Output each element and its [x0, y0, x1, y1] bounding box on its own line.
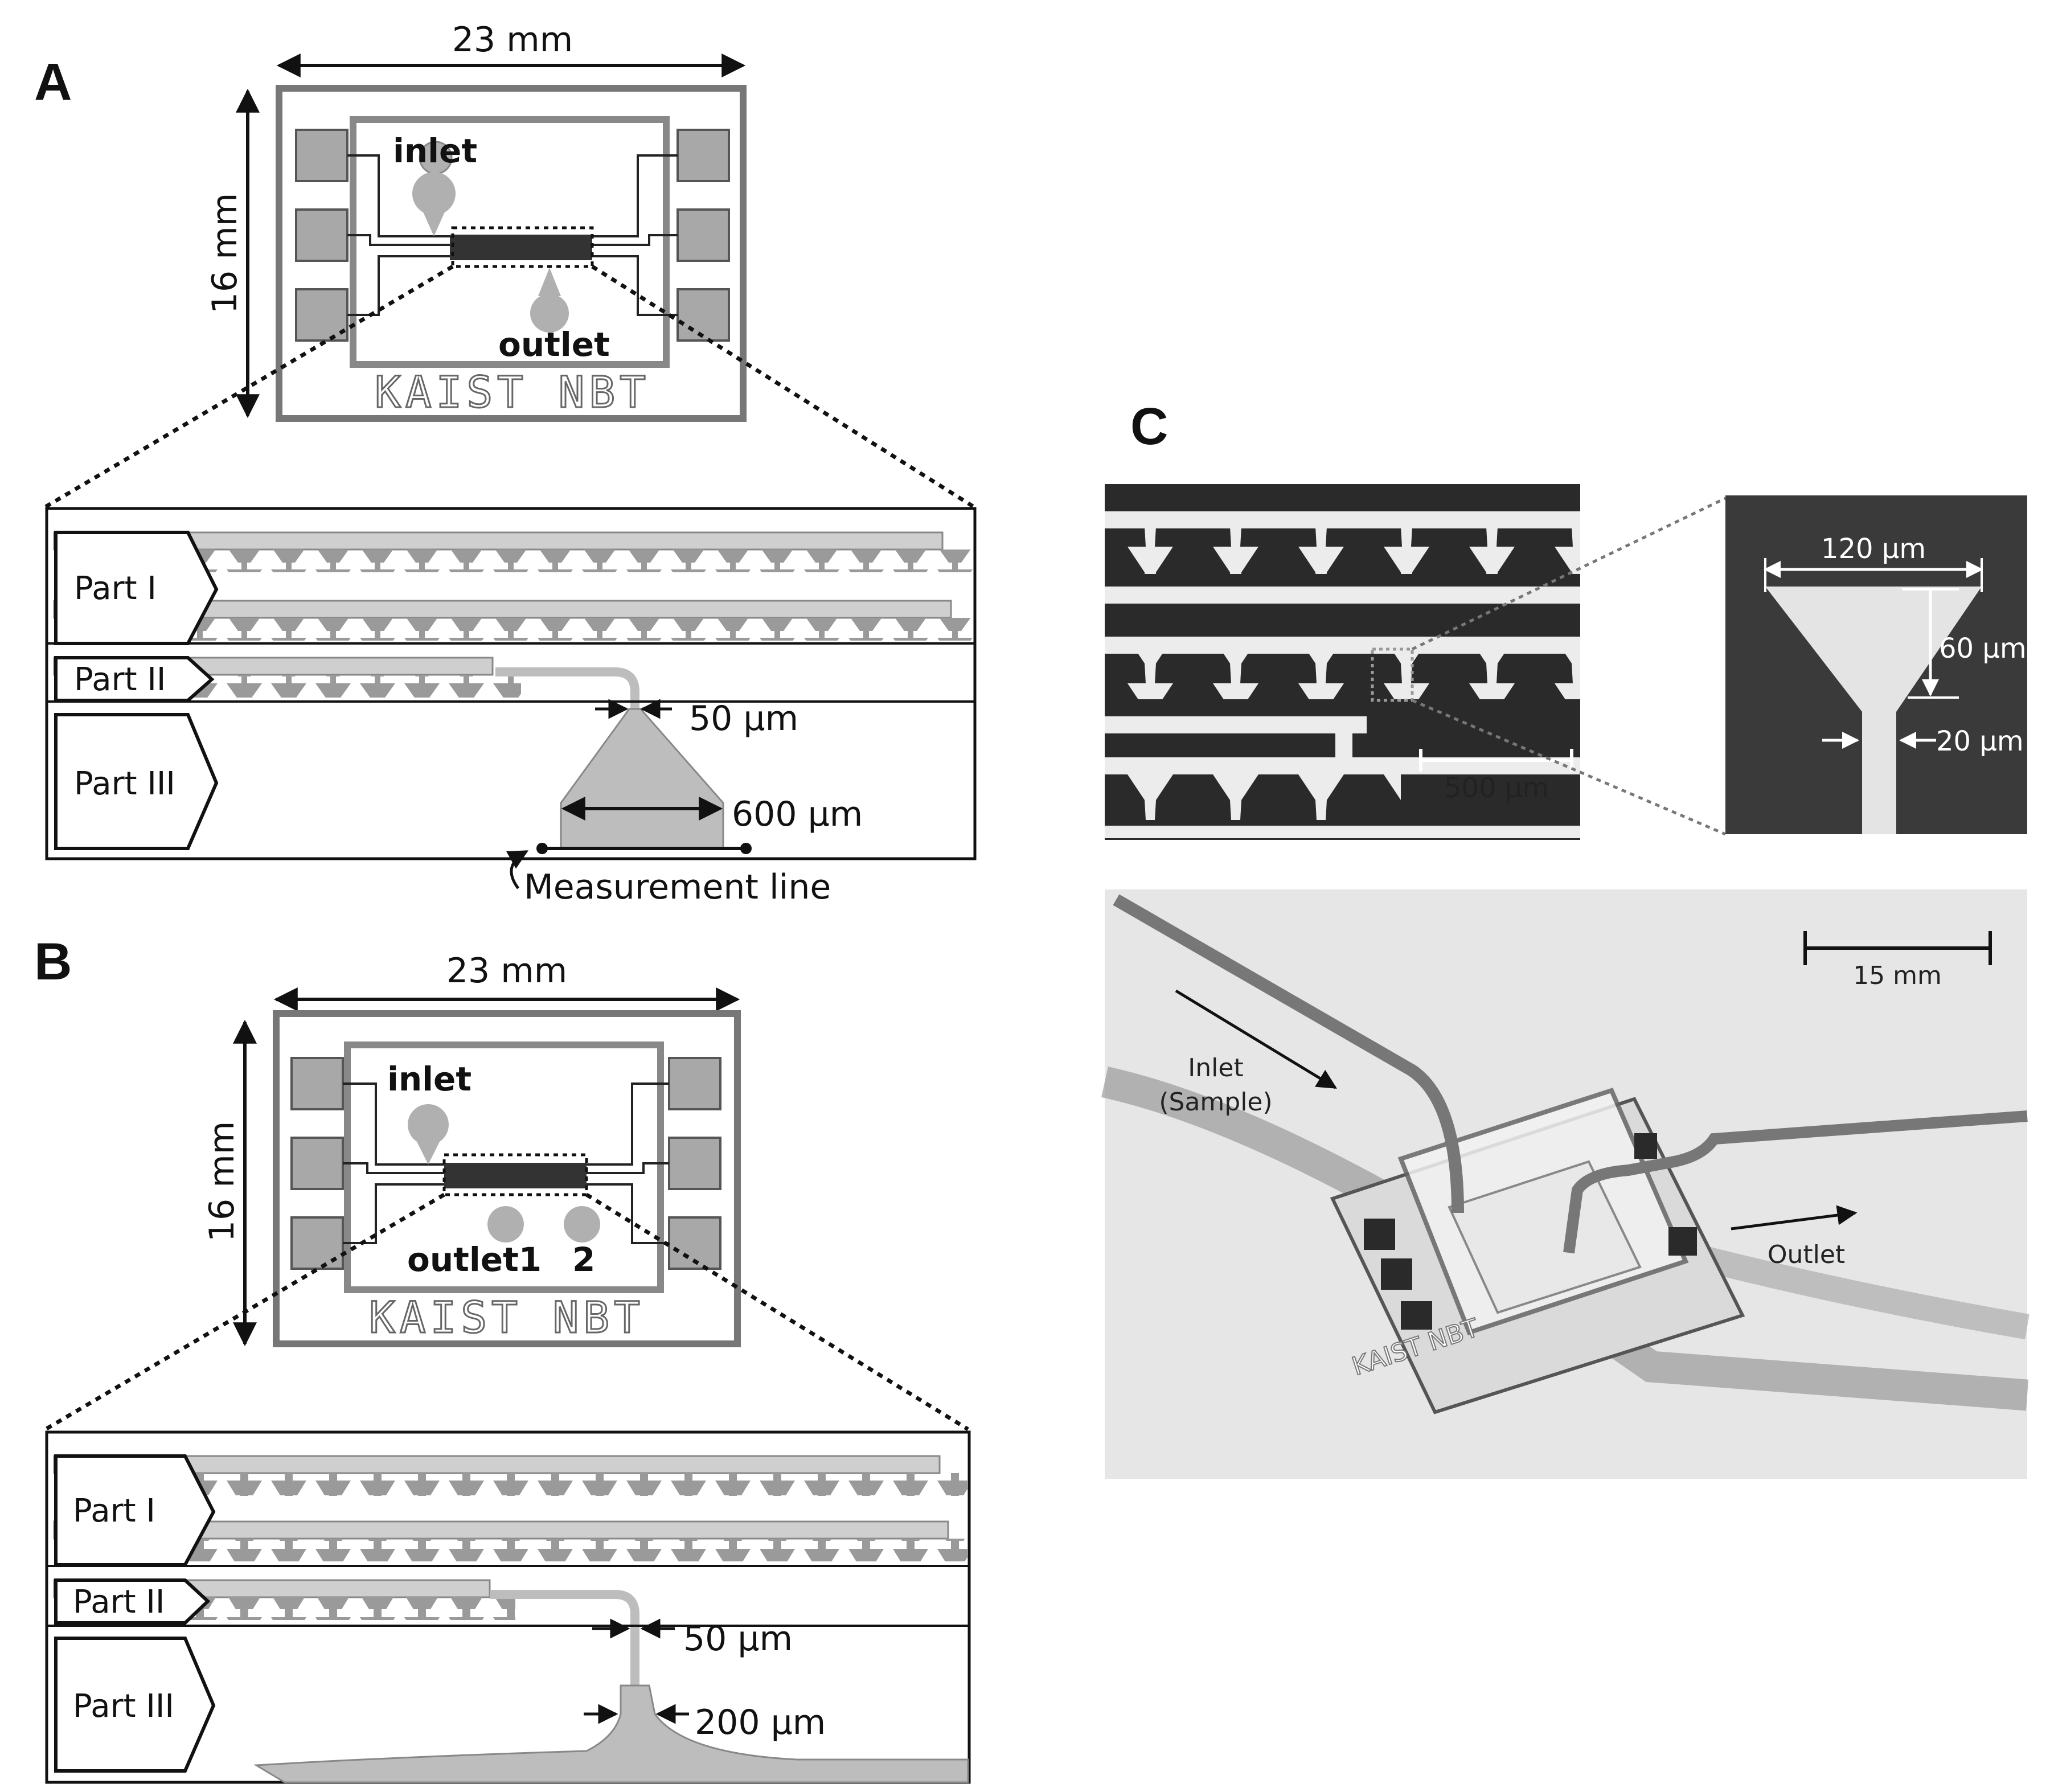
chip-text: KAIST NBT — [369, 1292, 645, 1343]
chip-chamber — [344, 1041, 664, 1293]
photo-outlet-label: Outlet — [1768, 1240, 1845, 1269]
chip-text: KAIST NBT — [375, 367, 650, 417]
photo-outlet-arrow — [1731, 1205, 1858, 1231]
central-channel — [450, 235, 592, 260]
part-iii-label: Part III — [73, 1688, 174, 1725]
zoom-line-left — [44, 1192, 445, 1432]
electrode-pad — [295, 129, 348, 182]
photo-pad — [1668, 1227, 1697, 1256]
electrode-leads — [343, 1082, 669, 1244]
zoom-line — [1411, 497, 1727, 651]
measurement-point — [536, 843, 548, 854]
dim-wide-label: 600 μm — [732, 794, 863, 834]
inlet-port-tail — [423, 211, 445, 236]
inlet-label: inlet — [393, 132, 477, 170]
inlet-port — [408, 1104, 449, 1145]
height-label: 16 mm — [202, 1121, 242, 1242]
connecting-channel — [495, 667, 639, 709]
channel-row — [53, 531, 944, 551]
inlet-port-circle — [412, 172, 456, 215]
outlet-label: outlet — [498, 325, 610, 364]
inlet-port-tail — [417, 1142, 440, 1164]
measurement-pointer — [506, 850, 529, 889]
electrode-leads — [347, 154, 678, 316]
measurement-label: Measurement line — [524, 867, 831, 907]
width-label: 23 mm — [446, 951, 567, 991]
central-channel — [444, 1163, 587, 1188]
outlet1-port — [487, 1206, 524, 1242]
micrograph-zoom-box — [1371, 647, 1414, 702]
inlet-label: inlet — [387, 1060, 472, 1098]
inlet-needle — [1113, 894, 1464, 1213]
photo-pad — [1381, 1258, 1412, 1290]
outlet-needle — [1563, 1110, 2028, 1254]
dim-narrow-label: 50 μm — [683, 1619, 793, 1659]
part-iii-label: Part III — [74, 765, 175, 802]
part-ii-label: Part II — [73, 1584, 165, 1621]
electrode-pad — [668, 1137, 721, 1190]
zoom-height-label: 60 μm — [1939, 633, 2027, 665]
width-label: 23 mm — [452, 20, 573, 60]
photo-pad — [1364, 1219, 1395, 1250]
inlet-port — [419, 141, 453, 234]
panel-b-letter: B — [34, 933, 72, 991]
outlet2-port — [564, 1206, 600, 1242]
micro-scale-label: 500 μm — [1444, 772, 1549, 804]
trap-row — [54, 618, 974, 641]
electrode-pad — [676, 129, 730, 182]
electrode-pad — [668, 1057, 721, 1110]
electrode-pad — [295, 288, 348, 342]
photo-inlet-label: Inlet — [1188, 1053, 1243, 1082]
photo-pad — [1401, 1301, 1432, 1330]
outlet-port — [530, 294, 569, 333]
part-iii-tag: Part III — [54, 1637, 216, 1773]
outlet-port-tail — [538, 268, 561, 296]
panel-b: B 23 mm 16 mm inlet outlet1 2 KAIST NBT — [34, 933, 971, 1784]
measurement-point — [740, 843, 752, 854]
photo-inlet-arrow — [1175, 989, 1337, 1089]
micrograph-channels — [1105, 511, 1580, 838]
part-iii-tag: Part III — [54, 713, 219, 850]
part-i-label: Part I — [74, 570, 157, 607]
part-ii-tag: Part II — [54, 1578, 211, 1625]
electrode-pad — [676, 288, 730, 342]
zoomed-trap-shape — [1765, 587, 1982, 834]
panel-a: A 23 mm 16 mm inlet — [34, 20, 977, 907]
chip-chamber — [350, 116, 670, 368]
part-ii-label: Part II — [74, 661, 166, 698]
zoom-region-box — [451, 226, 594, 268]
photo-pad — [1634, 1133, 1657, 1159]
part-i-tag: Part I — [54, 1454, 216, 1567]
height-label: 16 mm — [205, 193, 245, 314]
panel-a-letter: A — [34, 53, 72, 111]
trap-row — [54, 1473, 968, 1496]
outlet-splitter — [253, 1684, 969, 1783]
dim-wide-label: 200 μm — [695, 1703, 826, 1742]
dim-narrow-label: 50 μm — [689, 699, 798, 739]
zoom-width-label: 120 μm — [1821, 533, 1926, 565]
electrode-pad — [676, 208, 730, 262]
outlet2-label: 2 — [572, 1240, 595, 1279]
electrode-pad — [295, 208, 348, 262]
panel-c-letter: C — [1130, 397, 1168, 456]
zoom-line — [1412, 699, 1726, 836]
electrode-pad — [290, 1137, 344, 1190]
zoom-neck-label: 20 μm — [1936, 725, 2024, 757]
part-ii-tag: Part II — [54, 656, 215, 702]
outlet1-label: outlet1 — [407, 1240, 542, 1279]
connecting-channel — [490, 1590, 639, 1691]
part-i-label: Part I — [73, 1492, 155, 1529]
photo-inlet-sublabel: (Sample) — [1159, 1088, 1272, 1117]
photo-chamber-window — [1448, 1160, 1642, 1314]
photo-scale-label: 15 mm — [1853, 961, 1942, 990]
electrode-pad — [290, 1057, 344, 1110]
part-i-tag: Part I — [54, 531, 219, 645]
panel-c: C 500 μm 120 μm — [1101, 397, 2030, 1479]
trap-row — [54, 1539, 968, 1561]
